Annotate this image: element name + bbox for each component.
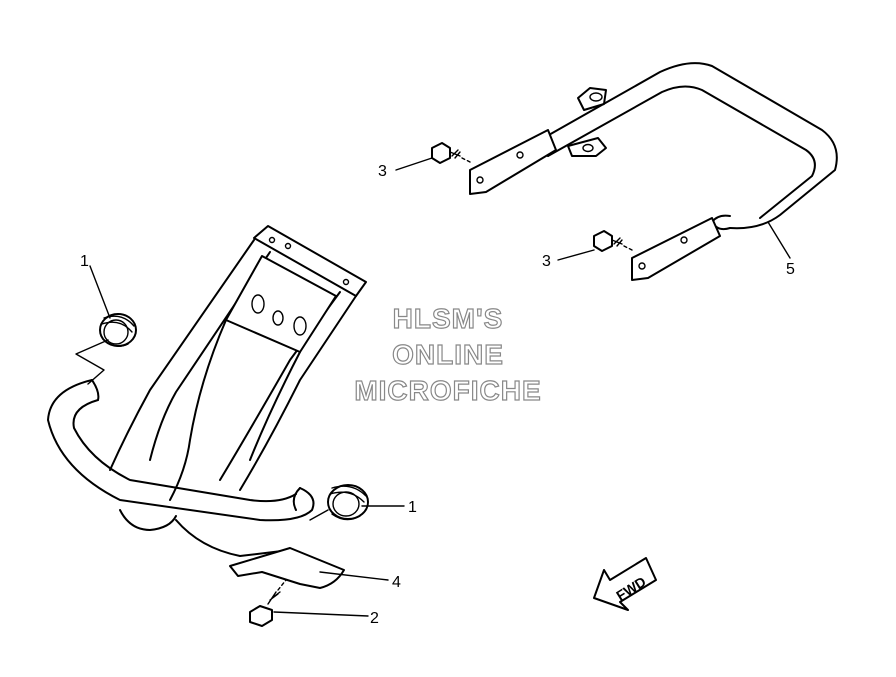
front-guard [47,225,367,557]
bolt-upper [431,142,471,164]
rear-grab-bar [469,62,838,281]
callout-2: 2 [370,610,379,627]
flange-bolt [249,579,287,627]
watermark-line-3: MICROFICHE [354,375,541,406]
callout-4: 4 [392,574,401,591]
bolt-lower [593,230,633,252]
skid-plate [229,547,345,589]
watermark-line-1: HLSM'S [393,303,504,334]
watermark: HLSM'S ONLINE MICROFICHE [354,302,542,406]
grommet-right [309,484,369,521]
callout-3-lower: 3 [542,253,551,270]
leader-lines [89,157,791,617]
grommet-left [75,313,137,385]
callout-3-upper: 3 [378,163,387,180]
watermark-line-2: ONLINE [392,339,504,370]
callout-1-right: 1 [408,499,417,516]
callout-5: 5 [786,261,795,278]
forward-arrow-icon: FWD [593,557,657,611]
callout-1-left: 1 [80,253,89,270]
